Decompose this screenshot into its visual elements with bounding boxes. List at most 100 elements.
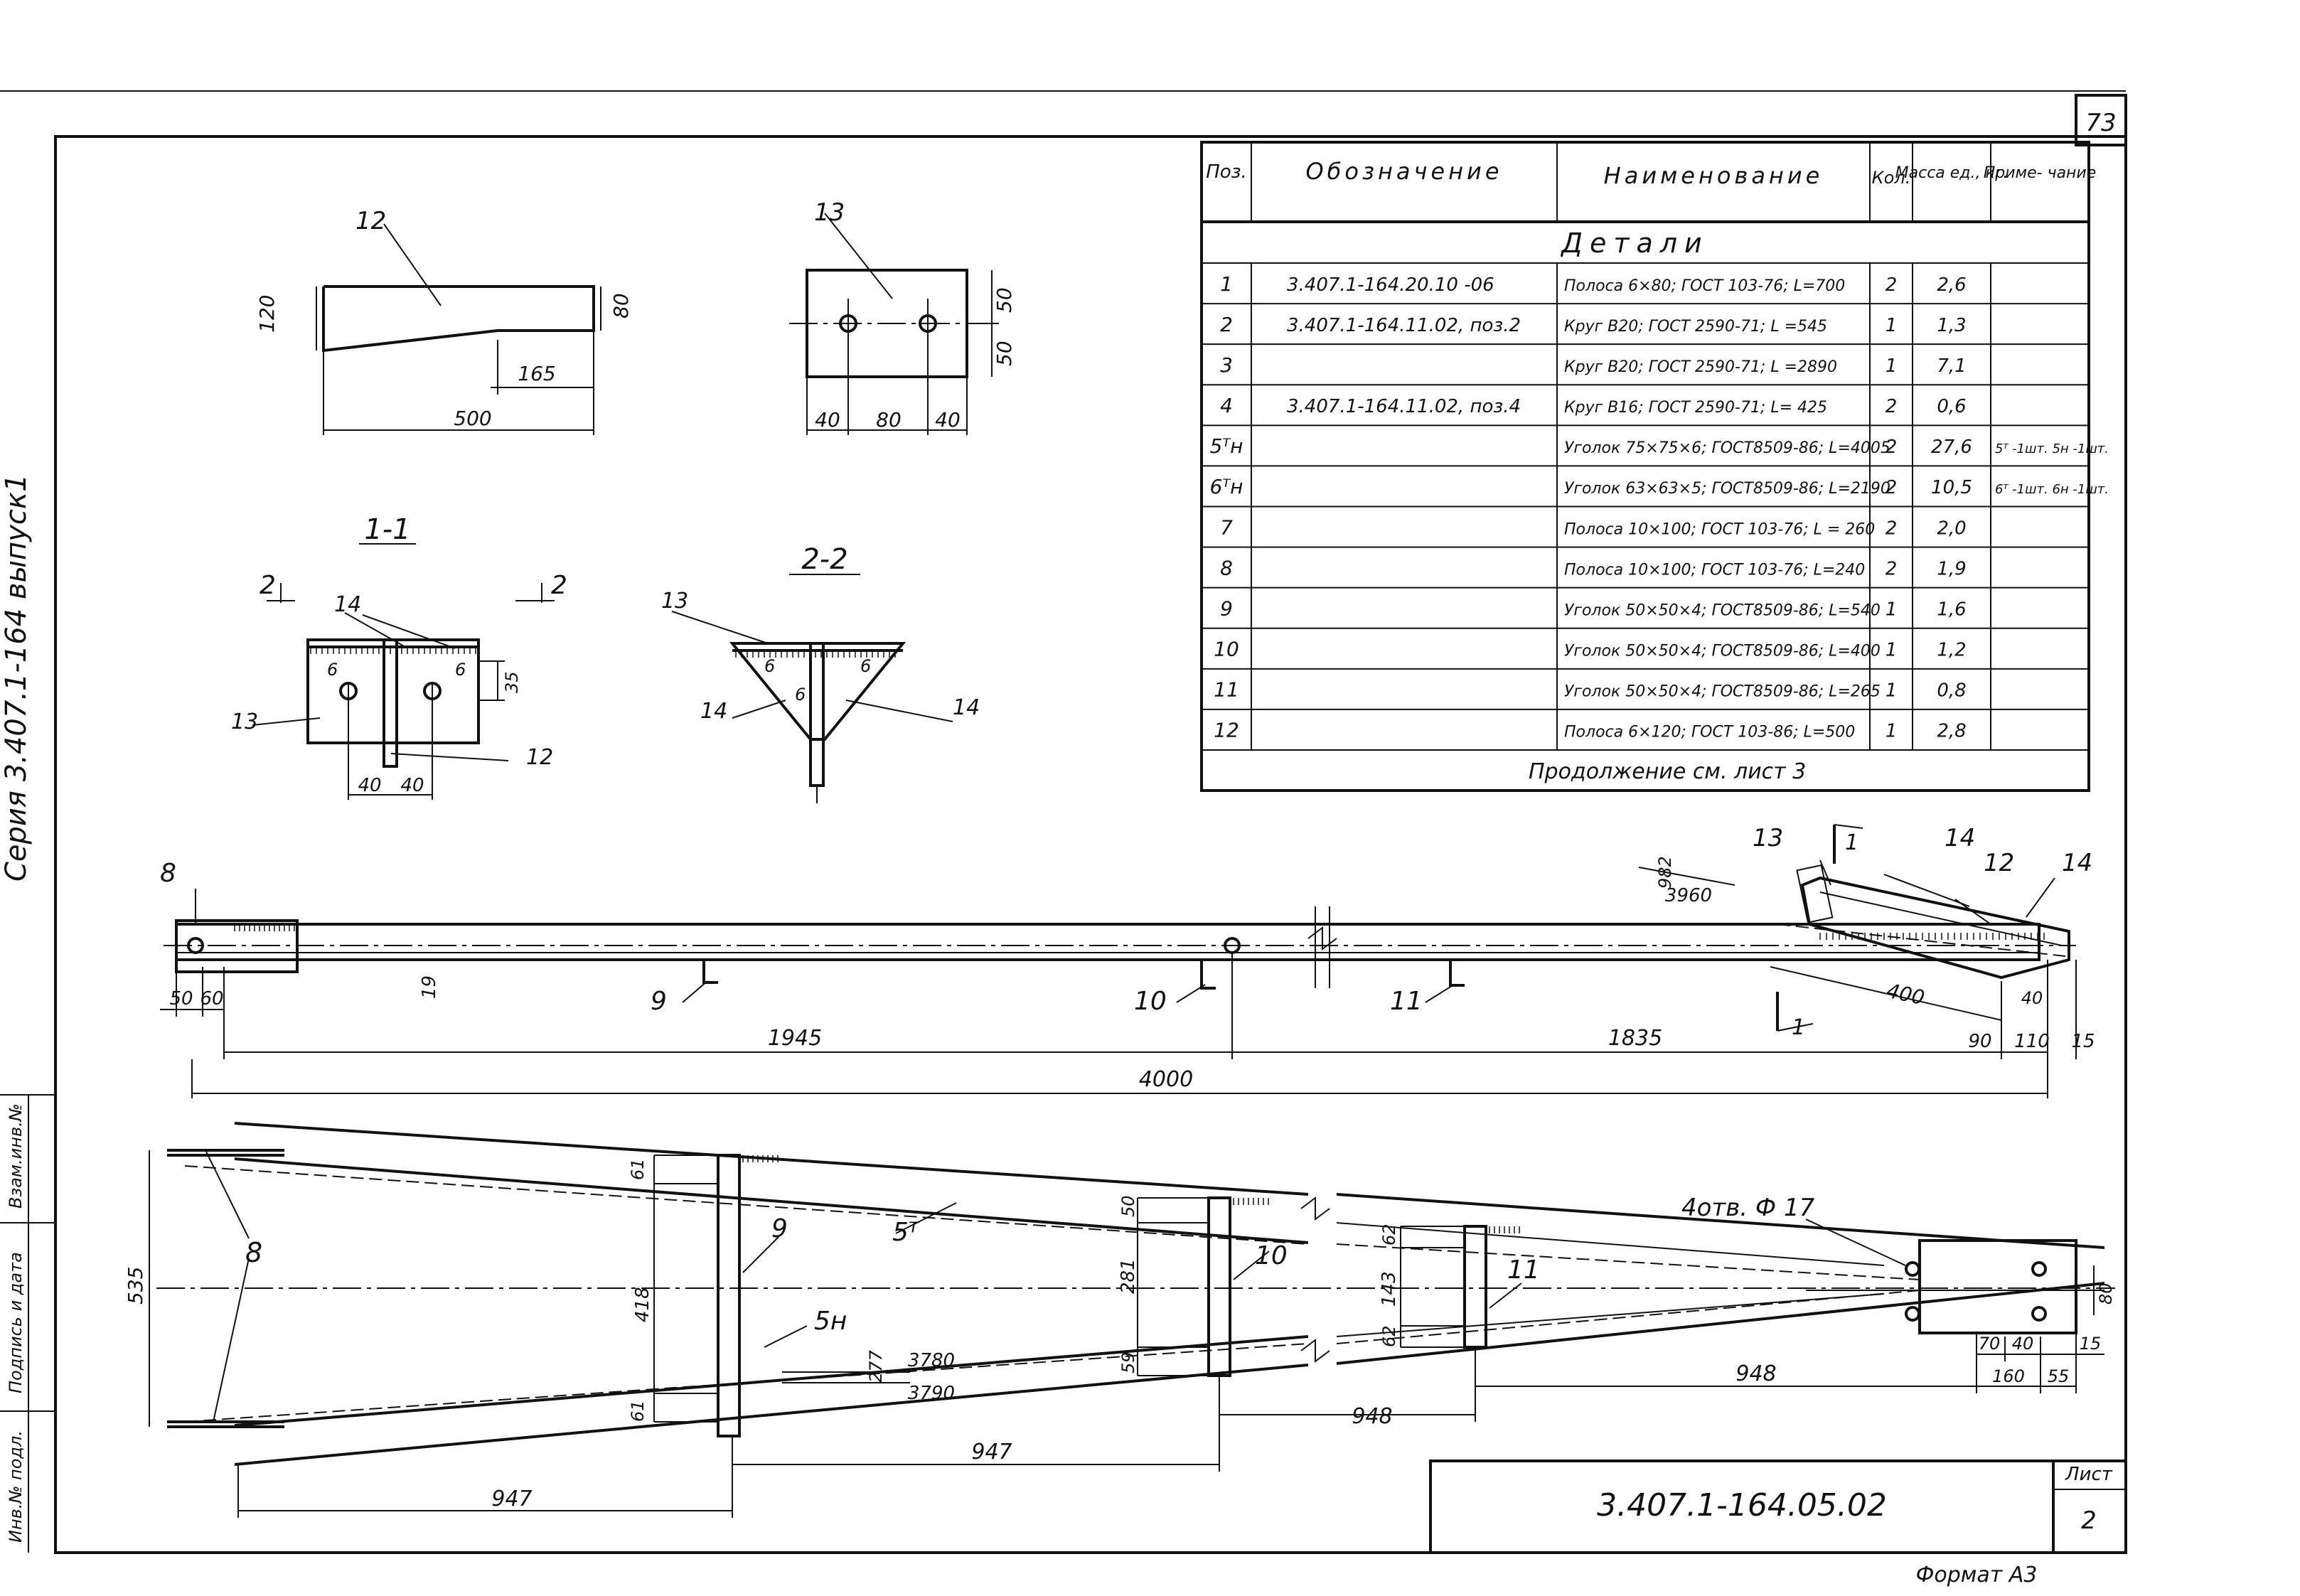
detail-13-dim-40a: 40: [815, 408, 840, 432]
spec-cell-designation: 3.407.1-164.11.02, поз.4: [1287, 396, 1521, 417]
spec-cell-pos: 8: [1220, 556, 1233, 579]
spec-cell-pos: 5ᵀн: [1210, 434, 1243, 458]
plan-dim-143: 143: [1379, 1271, 1400, 1307]
col-mass-header: Масса ед., кг.: [1895, 164, 2009, 182]
plan-dim-281: 281: [1118, 1258, 1139, 1294]
section-1-1-cut-right: 2: [551, 571, 567, 600]
spec-cell-pos: 4: [1220, 394, 1233, 417]
section-2-2-weld-c: 6: [795, 685, 806, 705]
elev-label-13: 13: [1753, 824, 1783, 852]
elev-dim-4000: 4000: [1139, 1067, 1193, 1092]
elev-dim-1945: 1945: [768, 1026, 822, 1051]
spec-cell-note: 5ᵀ -1шт. 5н -1шт.: [1995, 441, 2109, 456]
section-1-1-label-13: 13: [231, 709, 258, 734]
elev-label-14a: 14: [1945, 824, 1975, 852]
section-2-2-scale-ticks: [735, 650, 896, 658]
spec-cell-name: Полоса 10×100; ГОСТ 103-76; L=240: [1564, 561, 1865, 579]
section-2-2-title: 2-2: [801, 543, 847, 576]
series-stamp: Серия 3.407.1-164 выпуск1: [0, 474, 33, 882]
spec-cell-pos: 2: [1220, 313, 1233, 336]
section-2-2-drawing: [671, 574, 953, 803]
spec-cell-name: Уголок 75×75×6; ГОСТ8509-86; L=4005: [1564, 439, 1890, 457]
spec-cell-pos: 10: [1214, 638, 1239, 661]
section-1-1-label-14: 14: [334, 592, 361, 617]
plan-dim-61b: 61: [628, 1400, 648, 1422]
spec-cell-pos: 6ᵀн: [1210, 475, 1243, 498]
plan-dim-40: 40: [2012, 1334, 2034, 1354]
plan-dim-15: 15: [2080, 1334, 2102, 1354]
elev-dim-90: 90: [1968, 1031, 1991, 1052]
spec-header: Поз. Обозначение Наименование Кол. Масса…: [1206, 158, 2096, 189]
spec-section-title: Детали: [1560, 227, 1708, 259]
elev-cut-mark-bottom: 1: [1792, 1015, 1805, 1040]
plan-label-10: 10: [1255, 1241, 1288, 1270]
spec-cell-name: Круг В16; ГОСТ 2590-71; L= 425: [1564, 399, 1827, 417]
section-1-1-weld-a: 6: [327, 660, 338, 680]
elev-cut-mark-top: 1: [1845, 830, 1858, 855]
title-block: [1429, 1460, 2127, 1554]
spec-cell-qty: 2: [1886, 274, 1898, 296]
plan-dim-947a: 947: [491, 1487, 532, 1511]
elev-dim-15: 15: [2071, 1031, 2095, 1052]
section-2-2-label-13: 13: [661, 589, 688, 614]
spec-cell-pos: 3: [1220, 353, 1233, 377]
plan-dim-59: 59: [1118, 1351, 1138, 1373]
spec-cell-qty: 2: [1886, 437, 1898, 458]
list-label: Лист: [2065, 1464, 2113, 1485]
detail-12-dim-500: 500: [454, 407, 491, 430]
plan-dim-61a: 61: [628, 1158, 648, 1180]
plan-label-8: 8: [245, 1237, 262, 1268]
detail-13-dim-50a: 50: [993, 287, 1016, 313]
detail-12-dim-120: 120: [255, 295, 279, 333]
spec-cell-mass: 7,1: [1937, 355, 1966, 377]
section-1-1-drawing: [252, 543, 555, 800]
list-number: 2: [2081, 1506, 2097, 1535]
spec-cell-name: Уголок 63×63×5; ГОСТ8509-86; L=2190: [1564, 480, 1890, 498]
elev-label-12: 12: [1984, 849, 2014, 877]
section-1-1-weld-b: 6: [455, 660, 466, 680]
detail-13-dim-80: 80: [876, 408, 902, 432]
col-designation-header: Обозначение: [1305, 158, 1502, 185]
spec-cell-pos: 11: [1214, 678, 1239, 702]
section-2-2-weld-b: 6: [860, 656, 871, 676]
col-qty-header: Кол.: [1872, 168, 1911, 188]
plan-label-11: 11: [1507, 1255, 1540, 1285]
spec-cell-name: Уголок 50×50×4; ГОСТ8509-86; L=400: [1564, 643, 1881, 660]
spec-cell-pos: 12: [1214, 719, 1239, 742]
spec-cell-mass: 1,2: [1937, 640, 1966, 661]
spec-cell-name: Полоса 6×80; ГОСТ 103-76; L=700: [1564, 277, 1845, 295]
spec-cell-designation: 3.407.1-164.20.10 -06: [1287, 274, 1494, 296]
spec-cell-name: Круг В20; ГОСТ 2590-71; L =2890: [1564, 358, 1837, 376]
spec-cell-mass: 2,0: [1937, 518, 1966, 539]
spec-cell-qty: 2: [1886, 396, 1898, 417]
section-1-1-cut-left: 2: [260, 571, 276, 600]
elev-label-10: 10: [1134, 987, 1167, 1016]
plan-dim-3790: 3790: [908, 1383, 955, 1404]
detail-13-dim-40b: 40: [935, 408, 961, 432]
spec-cell-qty: 2: [1886, 558, 1898, 579]
detail-13-label: 13: [814, 198, 845, 227]
spec-cell-mass: 2,6: [1937, 274, 1966, 296]
spec-cell-qty: 1: [1886, 721, 1898, 742]
plan-holes-note: 4отв. Ф 17: [1681, 1194, 1815, 1222]
spec-continuation: Продолжение см. лист 3: [1529, 759, 1806, 784]
plan-label-5t: 5ᵀ: [892, 1218, 920, 1247]
format-label: Формат А3: [1916, 1563, 2038, 1587]
elev-dim-50: 50: [169, 988, 193, 1009]
detail-12-drawing: [316, 223, 601, 435]
plan-dim-62a: 62: [1379, 1223, 1399, 1246]
spec-cell-mass: 27,6: [1931, 437, 1972, 458]
plan-dim-948a: 948: [1352, 1404, 1392, 1429]
plan-label-9: 9: [771, 1214, 788, 1243]
elev-label-9: 9: [651, 987, 667, 1016]
spec-cell-name: Уголок 50×50×4; ГОСТ8509-86; L=540: [1564, 601, 1881, 619]
section-2-2-label-14b: 14: [953, 695, 980, 720]
elev-label-14b: 14: [2062, 849, 2092, 877]
spec-cell-pos: 1: [1220, 272, 1233, 296]
spec-cell-qty: 1: [1886, 355, 1898, 377]
spec-cell-mass: 1,6: [1937, 599, 1966, 620]
elevation-scale-ticks: [234, 924, 2045, 940]
plan-dim-277: 277: [866, 1349, 886, 1383]
plan-dim-3780: 3780: [908, 1350, 955, 1371]
detail-13-drawing: [789, 213, 999, 435]
